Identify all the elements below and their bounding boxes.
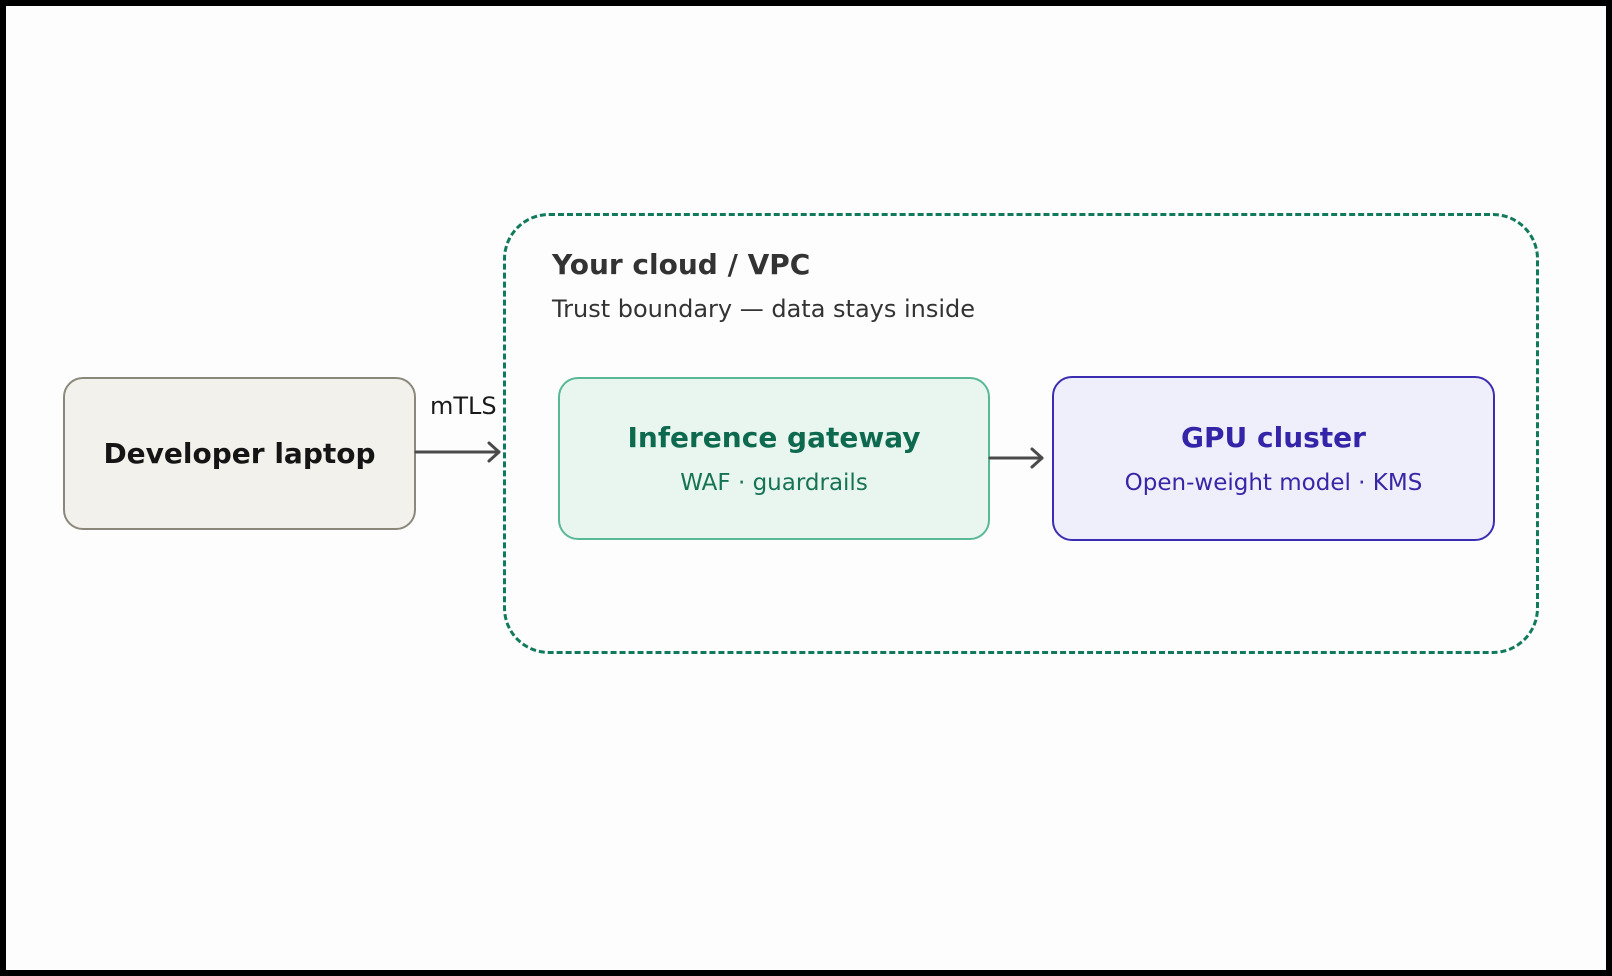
- developer-laptop-label: Developer laptop: [103, 437, 376, 470]
- vpc-title: Your cloud / VPC: [552, 248, 811, 281]
- vpc-subtitle: Trust boundary — data stays inside: [552, 295, 976, 323]
- developer-laptop-node: Developer laptop: [63, 377, 416, 530]
- vpc-trust-boundary: [503, 213, 1539, 654]
- inference-gateway-subtitle: WAF · guardrails: [680, 470, 868, 496]
- inference-gateway-node: Inference gateway WAF · guardrails: [558, 377, 990, 540]
- inference-gateway-title: Inference gateway: [627, 421, 921, 454]
- mtls-edge-label: mTLS: [430, 392, 497, 420]
- arrow-laptop-to-gateway: [414, 441, 501, 463]
- gpu-cluster-title: GPU cluster: [1181, 421, 1366, 454]
- gpu-cluster-node: GPU cluster Open-weight model · KMS: [1052, 376, 1495, 541]
- gpu-cluster-subtitle: Open-weight model · KMS: [1124, 470, 1423, 496]
- arrow-gateway-to-gpu: [988, 447, 1044, 469]
